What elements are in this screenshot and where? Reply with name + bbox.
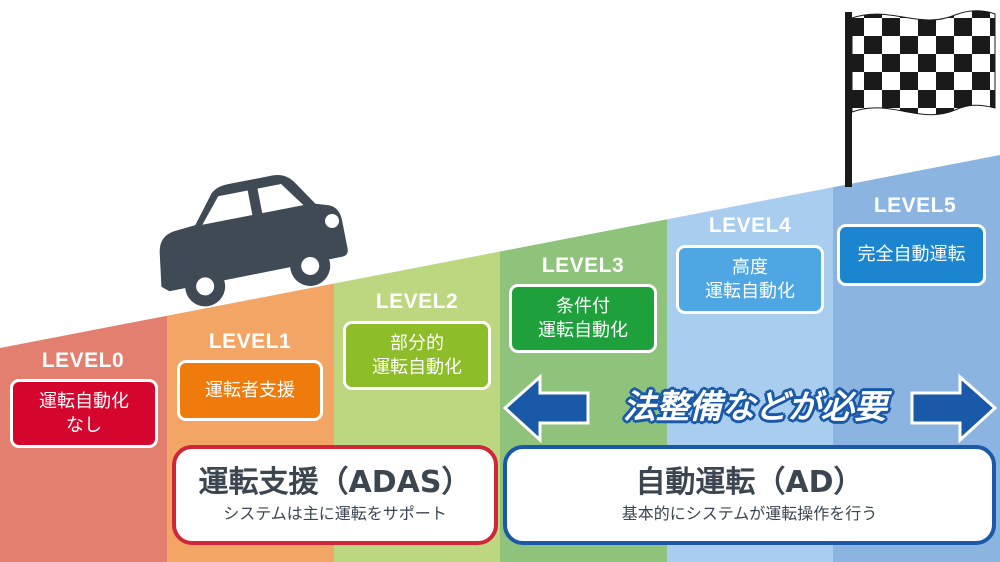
level4-desc-line: 運転自動化 (705, 280, 795, 302)
legal-requirement-banner: 法整備などが必要 (623, 387, 887, 426)
level1-desc-line: 運転者支援 (205, 379, 295, 401)
level2-desc-line: 運転自動化 (372, 356, 462, 378)
level0-desc-line: なし (66, 414, 102, 436)
level5-description: 完全自動運転 (837, 224, 986, 286)
level3-desc-line: 条件付 (556, 295, 610, 317)
level0-desc-line: 運転自動化 (39, 390, 129, 412)
adas-subtitle: システムは主に運転をサポート (223, 504, 447, 523)
level4-desc-line: 高度 (732, 256, 768, 278)
adas-category-box: 運転支援（ADAS） システムは主に運転をサポート (172, 445, 498, 545)
level2-label: LEVEL2 (375, 290, 459, 313)
level3-desc-line: 運転自動化 (538, 319, 628, 341)
level4-label: LEVEL4 (708, 214, 792, 237)
level4-description: 高度 運転自動化 (676, 245, 824, 314)
level5-desc-line: 完全自動運転 (857, 244, 966, 265)
level1-description: 運転者支援 (177, 360, 323, 421)
adas-title: 運転支援（ADAS） (198, 465, 472, 500)
arrow-left-icon (502, 373, 590, 444)
car-icon (159, 174, 348, 307)
level2-desc-line: 部分的 (390, 332, 444, 354)
level0-label: LEVEL0 (41, 349, 125, 372)
column-level0 (0, 155, 167, 562)
level2-description: 部分的 運転自動化 (343, 321, 491, 390)
ad-subtitle: 基本的にシステムが運転操作を行う (621, 504, 878, 523)
level1-label: LEVEL1 (208, 330, 292, 353)
level3-description: 条件付 運転自動化 (509, 284, 657, 353)
arrow-right-icon (910, 373, 998, 444)
ad-category-box: 自動運転（AD） 基本的にシステムが運転操作を行う (503, 445, 996, 545)
level5-label: LEVEL5 (873, 194, 957, 217)
checkered-flag-icon (845, 10, 996, 187)
ad-title: 自動運転（AD） (635, 465, 864, 500)
level3-label: LEVEL3 (541, 254, 625, 277)
level0-description: 運転自動化 なし (10, 379, 158, 448)
